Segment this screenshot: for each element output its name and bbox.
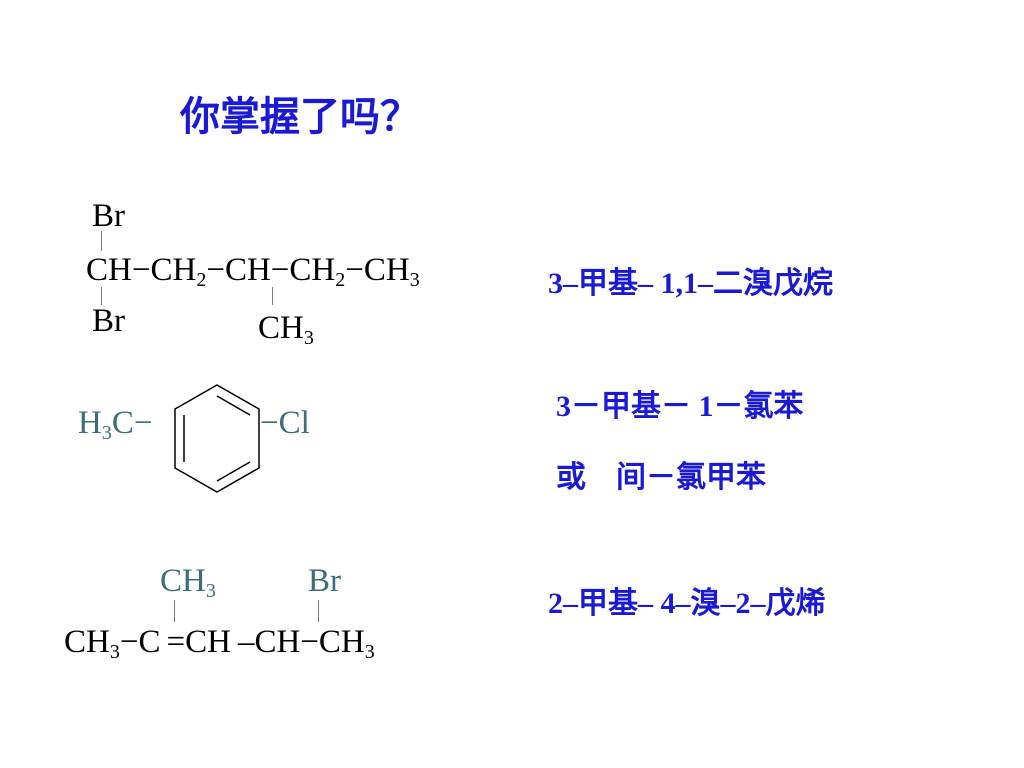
s3-top-ch3: CH3: [160, 563, 216, 602]
s1-c2: CH: [150, 252, 197, 288]
s3-c3: CH: [185, 624, 231, 660]
s3-right-bond: [318, 600, 319, 622]
s1-bond-4: −: [345, 252, 364, 288]
s2-cl: Cl: [278, 405, 310, 441]
answer-3: 2–甲基– 4–溴–2–戊烯: [548, 587, 826, 620]
s2-methyl-c: C: [111, 405, 134, 441]
s1-c5-sub: 3: [409, 269, 420, 291]
s3-left-bond: [174, 600, 175, 622]
benzene-hexagon: [174, 384, 260, 493]
s1-c4: CH: [289, 252, 336, 288]
answer-2-line-2: 或 间－氯甲苯: [556, 461, 766, 494]
s1-branch-sub: 3: [303, 327, 314, 349]
s3-bond-2: =: [166, 624, 186, 660]
s3-bond-1: −: [119, 624, 139, 660]
s1-c5: CH: [363, 252, 410, 288]
s3-top-ch3-sub: 3: [205, 580, 216, 602]
s2-methyl-sub: 3: [101, 422, 112, 444]
slide-title: 你掌握了吗？: [180, 94, 420, 139]
s3-top-ch3-symbol: CH: [160, 563, 206, 599]
s1-main-chain: CH−CH2−CH−CH2−CH3: [86, 252, 420, 291]
s1-branch-bond: [272, 287, 273, 305]
s3-bond-4: −: [300, 624, 319, 660]
s1-top-br: Br: [92, 198, 125, 234]
s1-branch-ch3: CH3: [258, 310, 314, 349]
s1-c1: CH: [86, 252, 132, 288]
s3-c1-sub: 3: [109, 641, 120, 663]
s2-methyl-h: H: [78, 405, 102, 441]
s3-c5: CH: [318, 624, 365, 660]
s1-top-bond: [101, 231, 102, 251]
s3-c1: CH: [64, 624, 110, 660]
answer-2-line-1: 3－甲基－ 1－氯苯: [556, 390, 804, 423]
s2-methyl-group: H3C−: [78, 405, 153, 444]
s3-c5-sub: 3: [364, 641, 375, 663]
s1-bottom-bond: [101, 287, 102, 305]
s1-c2-sub: 2: [196, 269, 207, 291]
s1-c4-sub: 2: [335, 269, 346, 291]
benzene-inner-bond-2: [216, 461, 251, 482]
s3-c4: CH: [254, 624, 301, 660]
s3-c2: C: [138, 624, 161, 660]
s3-bond-3: –: [237, 624, 255, 660]
s1-bond-3: −: [270, 252, 290, 288]
s2-chloro-group: −Cl: [260, 407, 310, 440]
s1-bond-1: −: [131, 252, 151, 288]
answer-1: 3–甲基– 1,1–二溴戊烷: [548, 267, 833, 300]
benzene-inner-bond-1: [216, 395, 251, 416]
s1-branch-symbol: CH: [258, 310, 304, 346]
s1-bond-2: −: [206, 252, 225, 288]
s1-bottom-br: Br: [92, 303, 125, 339]
s1-c3: CH: [224, 252, 271, 288]
s3-main-chain: CH3−C=CH–CH−CH3: [64, 624, 375, 663]
s2-left-bond: −: [133, 405, 153, 441]
s2-right-bond: −: [260, 405, 279, 441]
s3-top-br: Br: [308, 563, 341, 599]
